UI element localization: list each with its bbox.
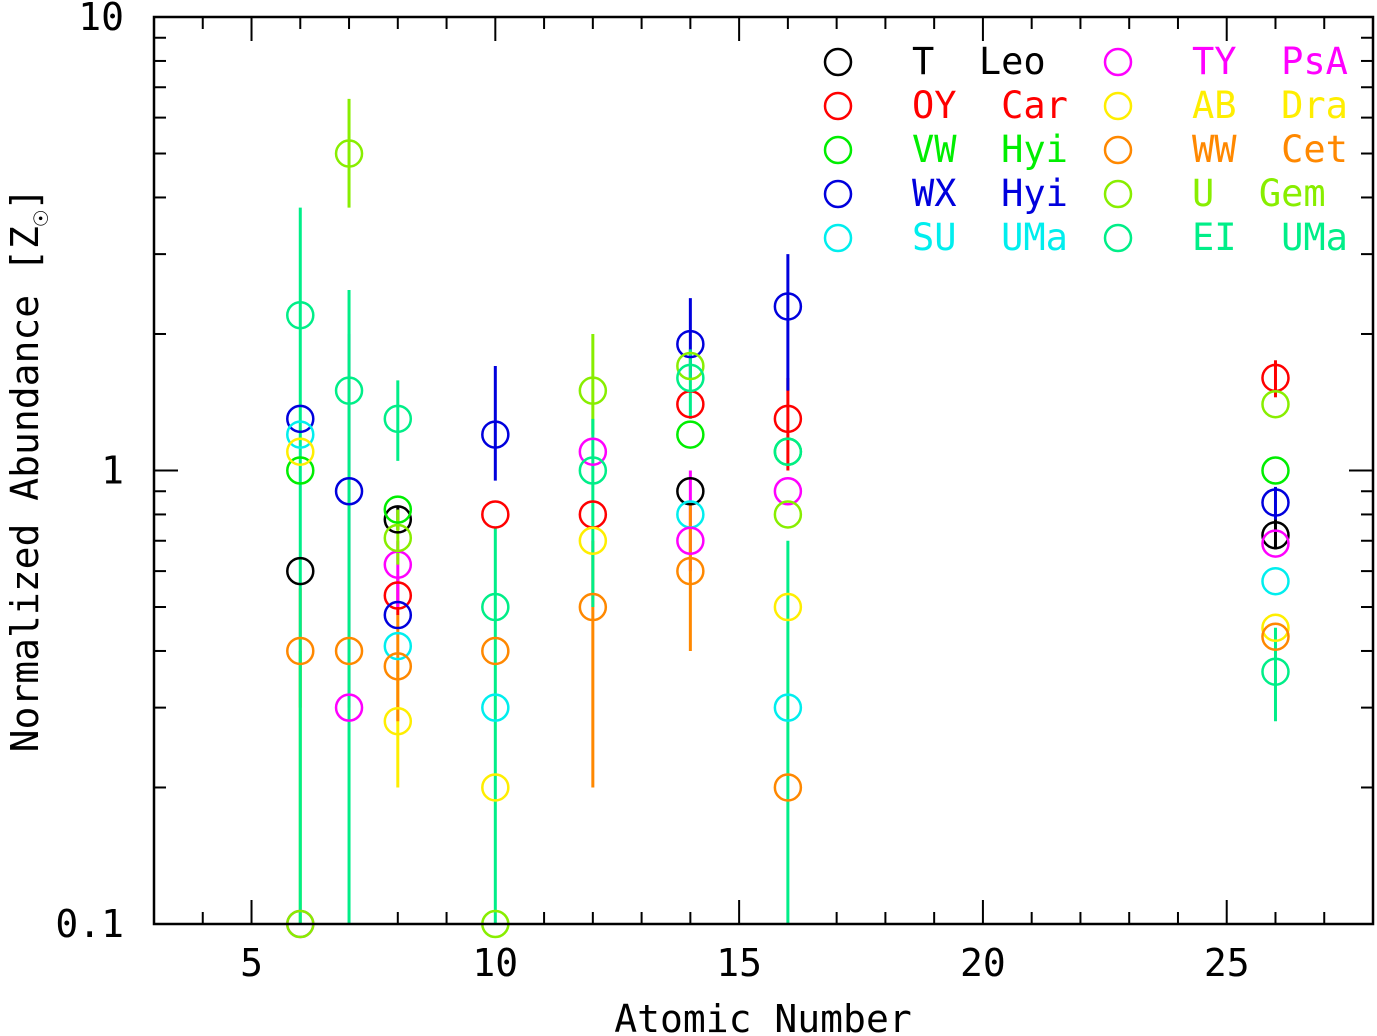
legend-marker [823,47,853,77]
data-point [334,477,364,506]
sun-symbol: ☉ [25,211,55,227]
data-point [481,636,510,666]
data-point [1261,488,1290,517]
legend-marker [823,179,853,209]
data-point [773,693,803,722]
data-point [676,329,705,359]
data-point [383,404,413,434]
data-point [481,500,510,529]
data-point [383,631,413,661]
data-point [383,706,413,736]
data-markers [286,139,1290,939]
legend-marker [823,91,853,121]
data-point [286,437,315,466]
data-point [481,592,510,622]
data-point [1261,520,1290,550]
data-point [1261,613,1290,643]
data-point [481,420,510,449]
data-point [286,404,315,434]
data-point [1261,389,1290,419]
legend-marker [823,135,853,165]
legend-marker [1103,179,1133,209]
data-point [286,556,315,586]
x-tick-label: 5 [240,941,263,985]
legend-marker [1103,223,1133,253]
data-point [676,420,705,449]
data-point [1261,657,1290,686]
data-point [286,300,315,330]
legend-label: SU UMa [912,216,1068,259]
x-tick-label: 20 [960,941,1006,985]
data-point [676,526,705,555]
data-point [286,456,315,485]
data-point [1261,456,1290,485]
x-tick-label: 25 [1204,941,1250,985]
data-point [773,404,803,434]
data-point [481,693,510,722]
data-point [334,376,364,405]
legend-label: EI UMa [1192,216,1348,259]
data-point [773,500,803,529]
x-tick-label: 10 [472,941,518,985]
data-point [383,652,413,681]
data-point [286,420,315,449]
x-tick-label: 15 [716,941,762,985]
legend-marker [823,223,853,253]
data-point [334,139,364,168]
data-point [334,636,364,666]
data-point [773,773,803,802]
data-point [578,592,608,622]
y-axis-title-group: Normalized Abundance [Z☉] [3,188,55,753]
y-tick-label: 1 [101,449,124,493]
data-point [676,363,705,393]
data-point [286,636,315,666]
y-tick-label: 0.1 [55,902,124,946]
data-point [578,376,608,405]
data-point [383,495,413,524]
data-point [1261,622,1290,651]
data-point [334,693,364,722]
data-point [578,456,608,485]
legend-label: OY Car [912,84,1068,127]
data-point [383,581,413,610]
data-point [383,523,413,553]
data-point [676,351,705,381]
legend-label: WX Hyi [912,172,1068,215]
data-point [1261,529,1290,558]
data-point [383,600,413,630]
legend-label: WW Cet [1192,128,1348,171]
data-point [773,477,803,506]
legend-label: AB Dra [1192,84,1348,127]
data-point [773,437,803,466]
y-axis-title: Normalized Abundance [Z☉] [3,188,55,753]
data-point [578,437,608,466]
x-axis-title: Atomic Number [614,997,911,1036]
data-point [676,556,705,586]
legend-label: T Leo [912,40,1046,83]
legend-label: U Gem [1192,172,1326,215]
data-point [773,292,803,321]
legend-marker [1103,47,1133,77]
legend-marker [1103,91,1133,121]
legend-marker [1103,135,1133,165]
data-point [676,477,705,506]
data-point [1261,566,1290,596]
axis-ticks [153,16,1374,925]
legend-label: TY PsA [1192,40,1348,83]
data-point [383,505,413,534]
legend-label: VW Hyi [912,128,1068,171]
plot-frame [152,15,1375,926]
data-point [481,773,510,802]
y-tick-label: 10 [78,0,124,39]
data-point [773,592,803,622]
tick-labels: 5 10 15 20 25 0.1 1 10 [55,0,1249,985]
data-point [578,526,608,555]
